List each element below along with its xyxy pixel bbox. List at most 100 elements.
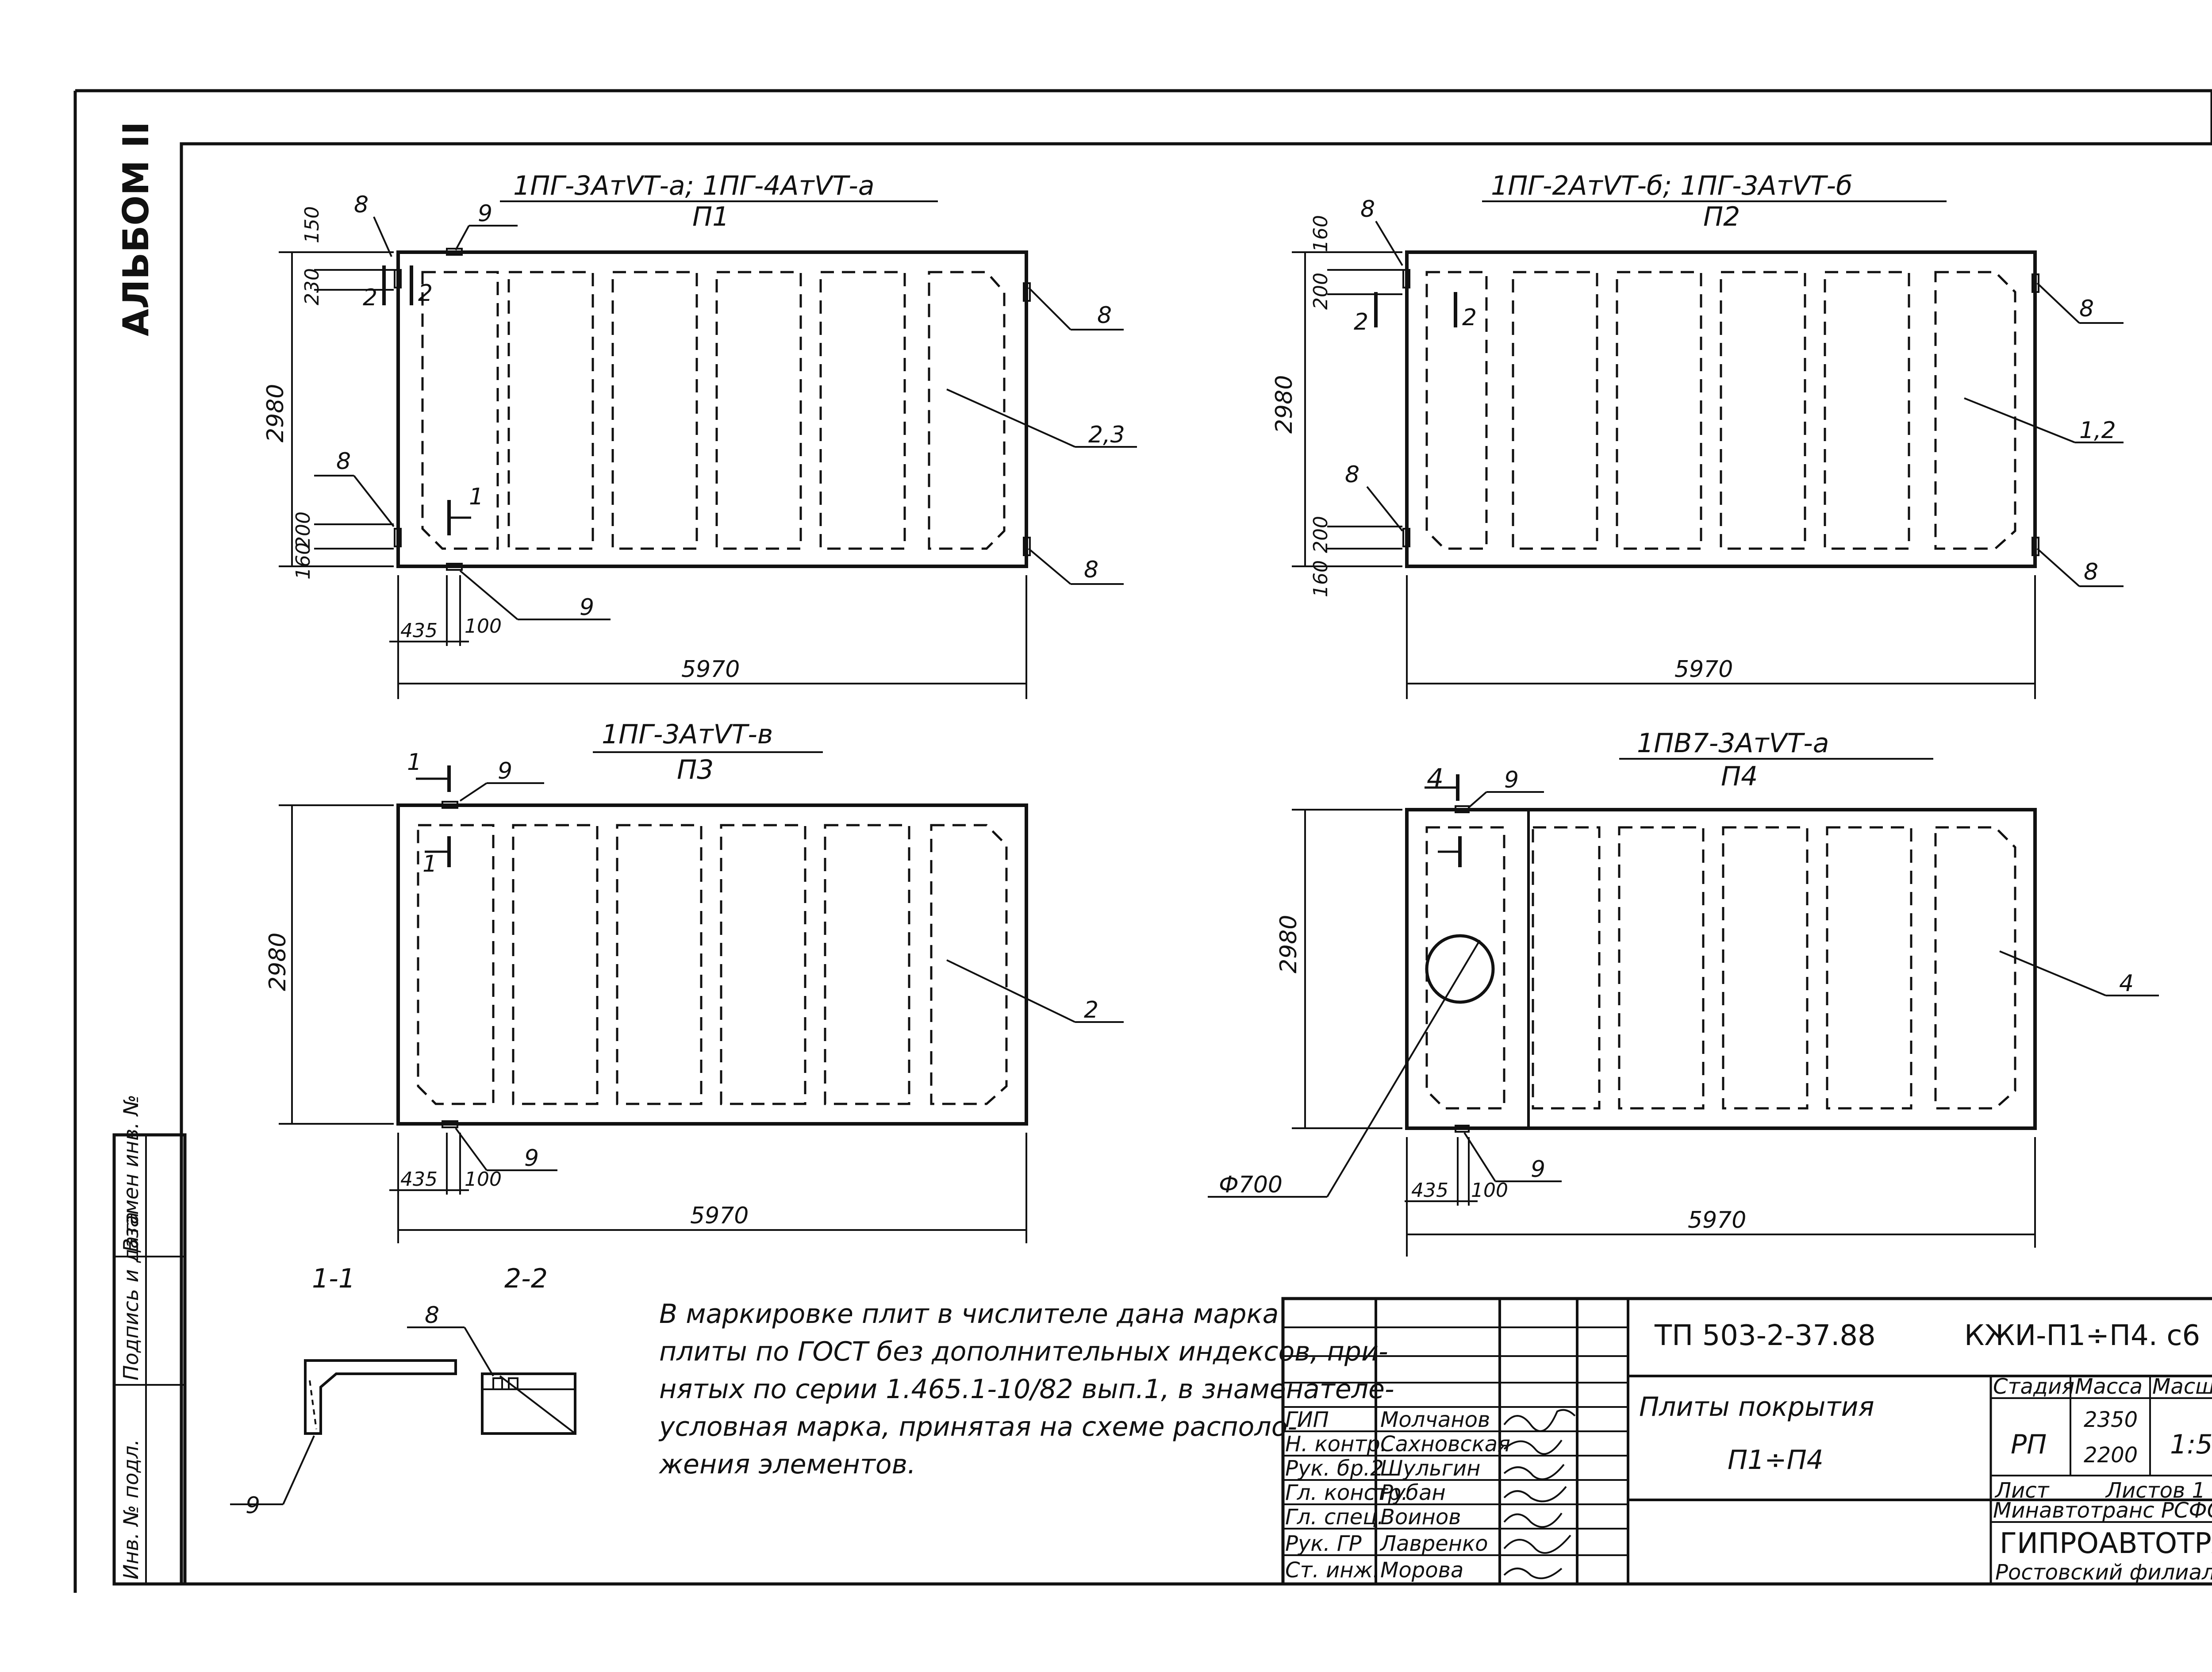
p2-pos8-b: 8 (2079, 296, 2094, 322)
p1-dim-height: 2980 (262, 384, 289, 442)
p4-dim-total: 5970 (1688, 1207, 1746, 1234)
p4-hole (1425, 934, 1495, 1004)
p1-dim-e: 230 (301, 268, 323, 305)
p2-subtitle: П2 (1703, 201, 1740, 232)
p1-dim-d: 160 (292, 542, 315, 580)
side-stamp: Инв. № подл. Подпись и дата Взамен инв. … (112, 1095, 187, 1586)
section-1-1-label: 1-1 (312, 1263, 355, 1294)
p2-pos8-d: 8 (1345, 461, 1359, 488)
stamp-sheets-label: Листов 1 (2105, 1478, 2205, 1503)
p1-sec2-b: 2 (418, 280, 433, 307)
p3-ribs-label: 2 (1084, 997, 1098, 1023)
section-1-1-shape (304, 1359, 457, 1435)
p4-dim-a: 435 (1411, 1179, 1448, 1202)
stamp-scale-hdr: Масштаб (2152, 1374, 2212, 1399)
p2-dim-d-bot: 160 (1310, 560, 1332, 597)
note-line-2: плиты по ГОСТ без дополнительных индексо… (659, 1336, 1388, 1367)
title-block: ГИП Н. контр. Рук. бр.2 Гл. констр. Гл. … (1281, 1297, 2212, 1586)
section-2-2-shape (481, 1372, 576, 1435)
p4-dim-height: 2980 (1275, 915, 1302, 973)
stamp-role-3: Гл. констр. (1285, 1480, 1408, 1505)
side-stamp-sign: Подпись и дата (119, 1212, 143, 1380)
p4-sec4: 4 (1427, 763, 1444, 794)
p3-dim-b: 100 (465, 1168, 502, 1191)
p4-title: 1ПВ7-3АтVТ-а (1637, 728, 1829, 759)
p1-dim-a: 435 (400, 619, 438, 642)
stamp-role-2: Рук. бр.2 (1285, 1456, 1384, 1481)
p3-subtitle: П3 (677, 754, 714, 785)
section-pos8: 8 (425, 1302, 439, 1329)
p4-subtitle: П4 (1721, 761, 1758, 792)
stamp-name-4: Воинов (1380, 1505, 1461, 1530)
p3-title: 1ПГ-3АтVТ-в (602, 719, 773, 750)
stamp-name-6: Морова (1380, 1558, 1463, 1583)
album-label: АЛЬБОМ II (115, 122, 157, 336)
stamp-name-2: Шульгин (1380, 1456, 1481, 1481)
sheet-frame (73, 89, 2212, 1593)
stamp-role-5: Рук. ГР (1285, 1531, 1362, 1556)
p1-pos8-c: 8 (1084, 557, 1098, 583)
stamp-name-1: Сахновская (1380, 1432, 1510, 1457)
p2-dim-total: 5970 (1674, 656, 1733, 683)
stamp-mass-1: 2350 (2084, 1407, 2138, 1432)
p3-sec1-a: 1 (407, 749, 422, 776)
p1-sec1: 1 (469, 484, 484, 510)
p1-pos8-b: 8 (1097, 302, 1112, 329)
p4-pos9-b: 9 (1531, 1156, 1545, 1183)
p3-dim-total: 5970 (690, 1203, 749, 1229)
plan-p2: 1ПГ-2АтVТ-б; 1ПГ-3АтVТ-б П2 2 2 8 8 1,2 … (1271, 170, 2124, 699)
side-stamp-inv: Инв. № подл. (119, 1439, 143, 1580)
p2-pos8-a: 8 (1360, 196, 1375, 223)
p1-dim-b: 100 (465, 615, 502, 638)
sections: 1-1 2-2 8 9 (230, 1263, 576, 1519)
p3-pos9-a: 9 (498, 758, 512, 784)
p1-sec2-a: 2 (363, 284, 377, 311)
p2-dim-c-top: 200 (1310, 273, 1332, 310)
p2-dim-c-bot: 200 (1310, 516, 1332, 553)
stamp-org-3: Ростовский филиал (1995, 1560, 2212, 1585)
stamp-org-2: ГИПРОАВТОТРАНС (2000, 1527, 2212, 1560)
p1-pos8-d: 8 (336, 448, 351, 475)
p1-slab-outline (396, 250, 1028, 568)
stamp-sheet-code: КЖИ-П1÷П4. с6 (1964, 1319, 2200, 1352)
stamp-mass-hdr: Масса (2075, 1374, 2143, 1399)
p4-slab-outline (1405, 808, 2037, 1130)
p4-pos9-a: 9 (1504, 767, 1519, 793)
p1-subtitle: П1 (692, 201, 729, 232)
stamp-name-line-2: П1÷П4 (1728, 1445, 1824, 1476)
p3-dim-height: 2980 (265, 933, 291, 991)
stamp-mass-2: 2200 (2084, 1443, 2138, 1468)
plan-p1: 1ПГ-3АтVТ-а; 1ПГ-4АтVТ-а П1 2 2 1 8 9 (262, 170, 1137, 699)
p2-pos8-c: 8 (2084, 559, 2098, 585)
stamp-org-1: Минавтотранс РСФСР (1993, 1498, 2212, 1523)
plan-p3: 1ПГ-3АтVТ-в П3 1 1 9 2 9 5970 435 (265, 719, 1124, 1243)
p2-title: 1ПГ-2АтVТ-б; 1ПГ-3АтVТ-б (1491, 170, 1852, 201)
p2-sec2-b: 2 (1462, 304, 1477, 331)
note-line-4: условная марка, принятая на схеме распол… (658, 1411, 1297, 1442)
p1-dim-total: 5970 (681, 656, 740, 683)
p2-dim-d-top: 160 (1310, 215, 1332, 252)
general-note: В маркировке плит в числителе дана марка… (658, 1299, 1394, 1480)
note-line-3: нятых по серии 1.465.1-10/82 вып.1, в зн… (659, 1374, 1394, 1405)
p4-hole-label: Ф700 (1219, 1172, 1283, 1198)
stamp-role-1: Н. контр. (1285, 1432, 1387, 1457)
plan-p4: 1ПВ7-3АтVТ-а П4 4 9 4 9 Ф700 5970 (1208, 728, 2159, 1257)
p1-dim-c: 200 (292, 511, 315, 549)
p3-sec1-b: 1 (422, 851, 437, 877)
p2-ribs-label: 1,2 (2079, 417, 2116, 444)
p4-dim-b: 100 (1471, 1179, 1508, 1202)
stamp-scale: 1:50 (2170, 1429, 2212, 1460)
p1-dim-f: 150 (301, 206, 323, 243)
stamp-role-4: Гл. спец. (1285, 1505, 1384, 1530)
p3-slab-outline (396, 803, 1028, 1126)
stamp-stage-hdr: Стадия (1993, 1374, 2074, 1399)
stamp-sheet-label: Лист (1994, 1478, 2050, 1503)
signatures (1503, 1409, 1576, 1580)
p3-pos9-b: 9 (524, 1145, 539, 1172)
stamp-name-0: Молчанов (1380, 1407, 1490, 1432)
side-stamp-replace: Взамен инв. № (119, 1095, 143, 1252)
stamp-code: ТП 503-2-37.88 (1654, 1319, 1876, 1352)
section-2-2-label: 2-2 (504, 1263, 548, 1294)
note-line-5: жения элементов. (658, 1449, 916, 1480)
